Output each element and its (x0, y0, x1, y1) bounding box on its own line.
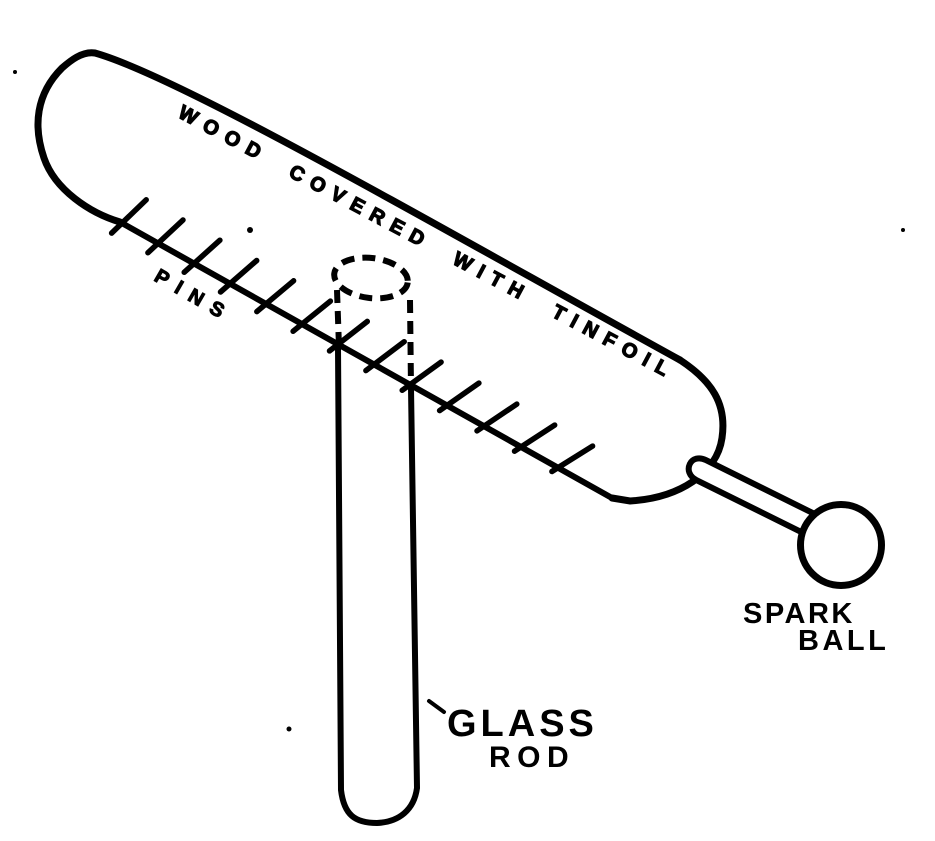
svg-text:SPARK: SPARK (743, 598, 855, 630)
svg-text:BALL: BALL (798, 625, 889, 657)
svg-text:ROD: ROD (489, 741, 575, 774)
svg-text:GLASS: GLASS (447, 703, 598, 745)
svg-text:WOOD COVERED WITH TINFOIL: WOOD COVERED WITH TINFOIL (175, 102, 680, 385)
svg-text:PINS: PINS (151, 265, 237, 327)
